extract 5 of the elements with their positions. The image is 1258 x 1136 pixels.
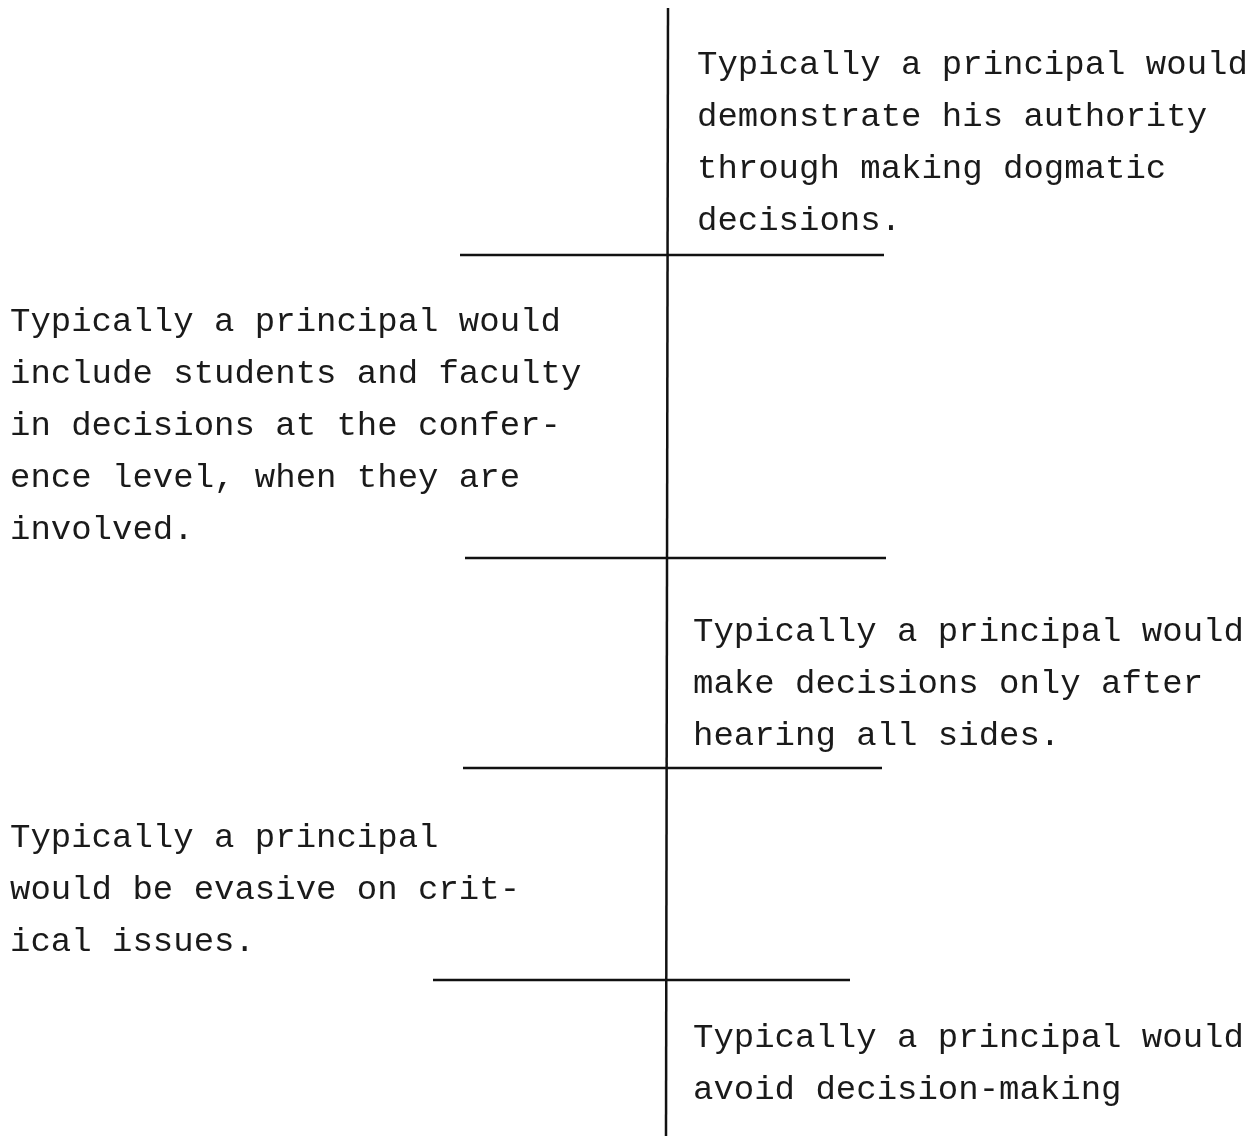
statement-text: Typically a principal would make decisions only after hearing all sides. (693, 612, 1245, 757)
statement-text: Typically a principal would avoid decision-making (693, 1018, 1245, 1111)
statement-text: Typically a principal would be evasive on crit- ical issues. (10, 818, 522, 963)
statement-text: Typically a principal would include students and faculty in decisions at the confer- ence level, when they are involved. (10, 302, 583, 551)
statement-text: Typically a principal would demonstrate his authority through making dogmatic decisions. (697, 45, 1249, 242)
